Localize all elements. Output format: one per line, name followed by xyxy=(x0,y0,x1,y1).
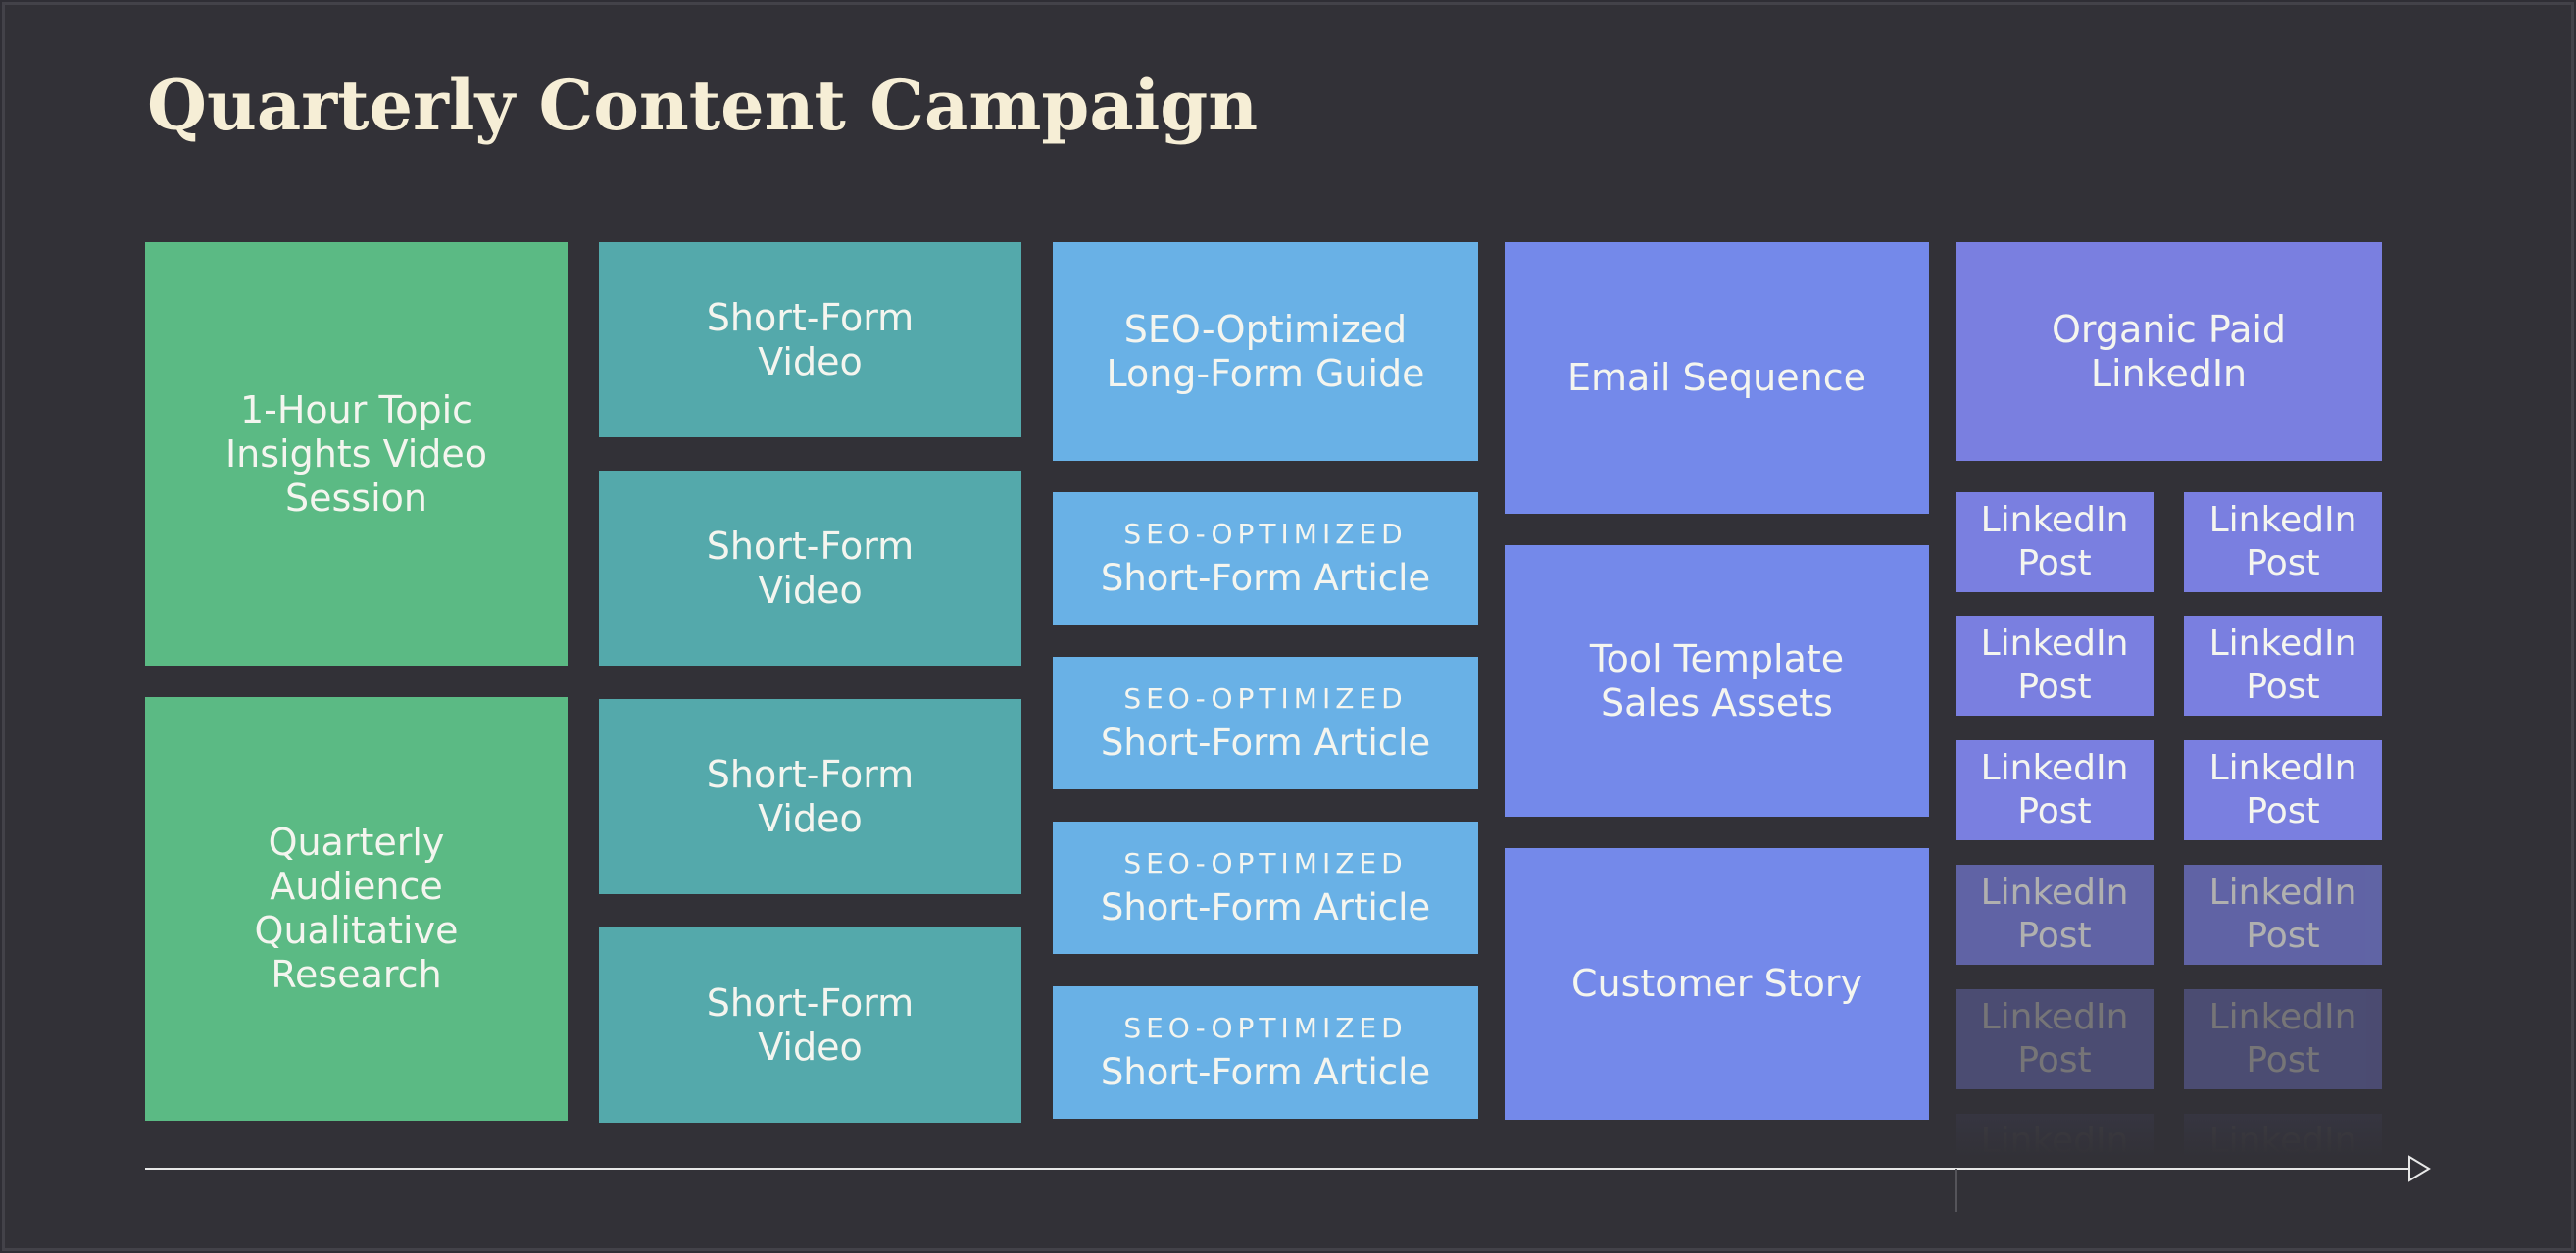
customer-story-label: Customer Story xyxy=(1570,962,1863,1005)
linkedin-post-tile[interactable]: LinkedIn Post xyxy=(2184,865,2382,965)
article-kicker: SEO-OPTIMIZED xyxy=(1123,517,1408,550)
linkedin-post-tile[interactable]: LinkedIn Post xyxy=(1956,616,2154,716)
article-kicker: SEO-OPTIMIZED xyxy=(1123,1011,1408,1044)
seo-short-form-article-4[interactable]: SEO-OPTIMIZED Short-Form Article xyxy=(1053,986,1478,1119)
linkedin-post-label: LinkedIn Post xyxy=(2208,624,2357,707)
linkedin-post-tile[interactable]: LinkedIn Post xyxy=(1956,865,2154,965)
article-kicker: SEO-OPTIMIZED xyxy=(1123,681,1408,715)
organic-paid-linkedin-label: Organic Paid LinkedIn xyxy=(2051,307,2287,395)
linkedin-post-label: LinkedIn Post xyxy=(2208,500,2357,583)
customer-story[interactable]: Customer Story xyxy=(1505,848,1929,1120)
audience-qualitative-research[interactable]: Quarterly Audience Qualitative Research xyxy=(145,697,568,1121)
seo-long-form-guide[interactable]: SEO-Optimized Long-Form Guide xyxy=(1053,242,1478,461)
linkedin-post-label: LinkedIn Post xyxy=(1980,500,2129,583)
seo-short-form-article-3[interactable]: SEO-OPTIMIZED Short-Form Article xyxy=(1053,822,1478,954)
linkedin-post-tile[interactable]: LinkedIn Post xyxy=(1956,492,2154,592)
tool-template-sales-assets[interactable]: Tool Template Sales Assets xyxy=(1505,545,1929,817)
linkedin-post-tile[interactable]: LinkedIn Post xyxy=(2184,492,2382,592)
short-form-video-label: Short-Form Video xyxy=(706,295,915,383)
linkedin-post-label: LinkedIn Post xyxy=(1980,997,2129,1080)
linkedin-post-label: LinkedIn Post xyxy=(2208,873,2357,956)
article-kicker: SEO-OPTIMIZED xyxy=(1123,846,1408,879)
short-form-video-label: Short-Form Video xyxy=(706,524,915,612)
article-label: Short-Form Article xyxy=(1100,556,1431,599)
short-form-video-label: Short-Form Video xyxy=(706,752,915,840)
article-label: Short-Form Article xyxy=(1100,1050,1431,1093)
short-form-video-4[interactable]: Short-Form Video xyxy=(599,927,1021,1123)
seo-long-form-guide-label: SEO-Optimized Long-Form Guide xyxy=(1106,307,1425,395)
topic-insights-video-session[interactable]: 1-Hour Topic Insights Video Session xyxy=(145,242,568,666)
timeline-arrowhead-icon xyxy=(2408,1155,2431,1182)
linkedin-post-label: LinkedIn Post xyxy=(1980,748,2129,831)
linkedin-post-label: LinkedIn Post xyxy=(1980,624,2129,707)
linkedin-post-label: LinkedIn Post xyxy=(2208,748,2357,831)
tool-template-sales-assets-label: Tool Template Sales Assets xyxy=(1589,636,1845,725)
linkedin-post-tile[interactable]: LinkedIn Post xyxy=(2184,616,2382,716)
linkedin-post-tile[interactable]: LinkedIn Post xyxy=(1956,989,2154,1089)
article-label: Short-Form Article xyxy=(1100,885,1431,928)
short-form-video-label: Short-Form Video xyxy=(706,980,915,1069)
email-sequence[interactable]: Email Sequence xyxy=(1505,242,1929,514)
linkedin-post-label: LinkedIn Post xyxy=(2208,997,2357,1080)
linkedin-post-tile[interactable]: LinkedIn Post xyxy=(2184,989,2382,1089)
email-sequence-label: Email Sequence xyxy=(1567,356,1866,399)
audience-qualitative-research-label: Quarterly Audience Qualitative Research xyxy=(254,821,459,996)
short-form-video-1[interactable]: Short-Form Video xyxy=(599,242,1021,437)
article-label: Short-Form Article xyxy=(1100,721,1431,764)
linkedin-post-tile[interactable]: LinkedIn Post xyxy=(1956,740,2154,840)
organic-paid-linkedin[interactable]: Organic Paid LinkedIn xyxy=(1956,242,2382,461)
short-form-video-2[interactable]: Short-Form Video xyxy=(599,471,1021,666)
seo-short-form-article-1[interactable]: SEO-OPTIMIZED Short-Form Article xyxy=(1053,492,1478,625)
seo-short-form-article-2[interactable]: SEO-OPTIMIZED Short-Form Article xyxy=(1053,657,1478,789)
linkedin-post-label: LinkedIn Post xyxy=(1980,873,2129,956)
linkedin-post-tile[interactable]: LinkedIn Post xyxy=(2184,740,2382,840)
short-form-video-3[interactable]: Short-Form Video xyxy=(599,699,1021,894)
fade-overlay xyxy=(1951,1108,2392,1157)
page-title: Quarterly Content Campaign xyxy=(147,65,1259,146)
topic-insights-video-session-label: 1-Hour Topic Insights Video Session xyxy=(224,387,488,520)
